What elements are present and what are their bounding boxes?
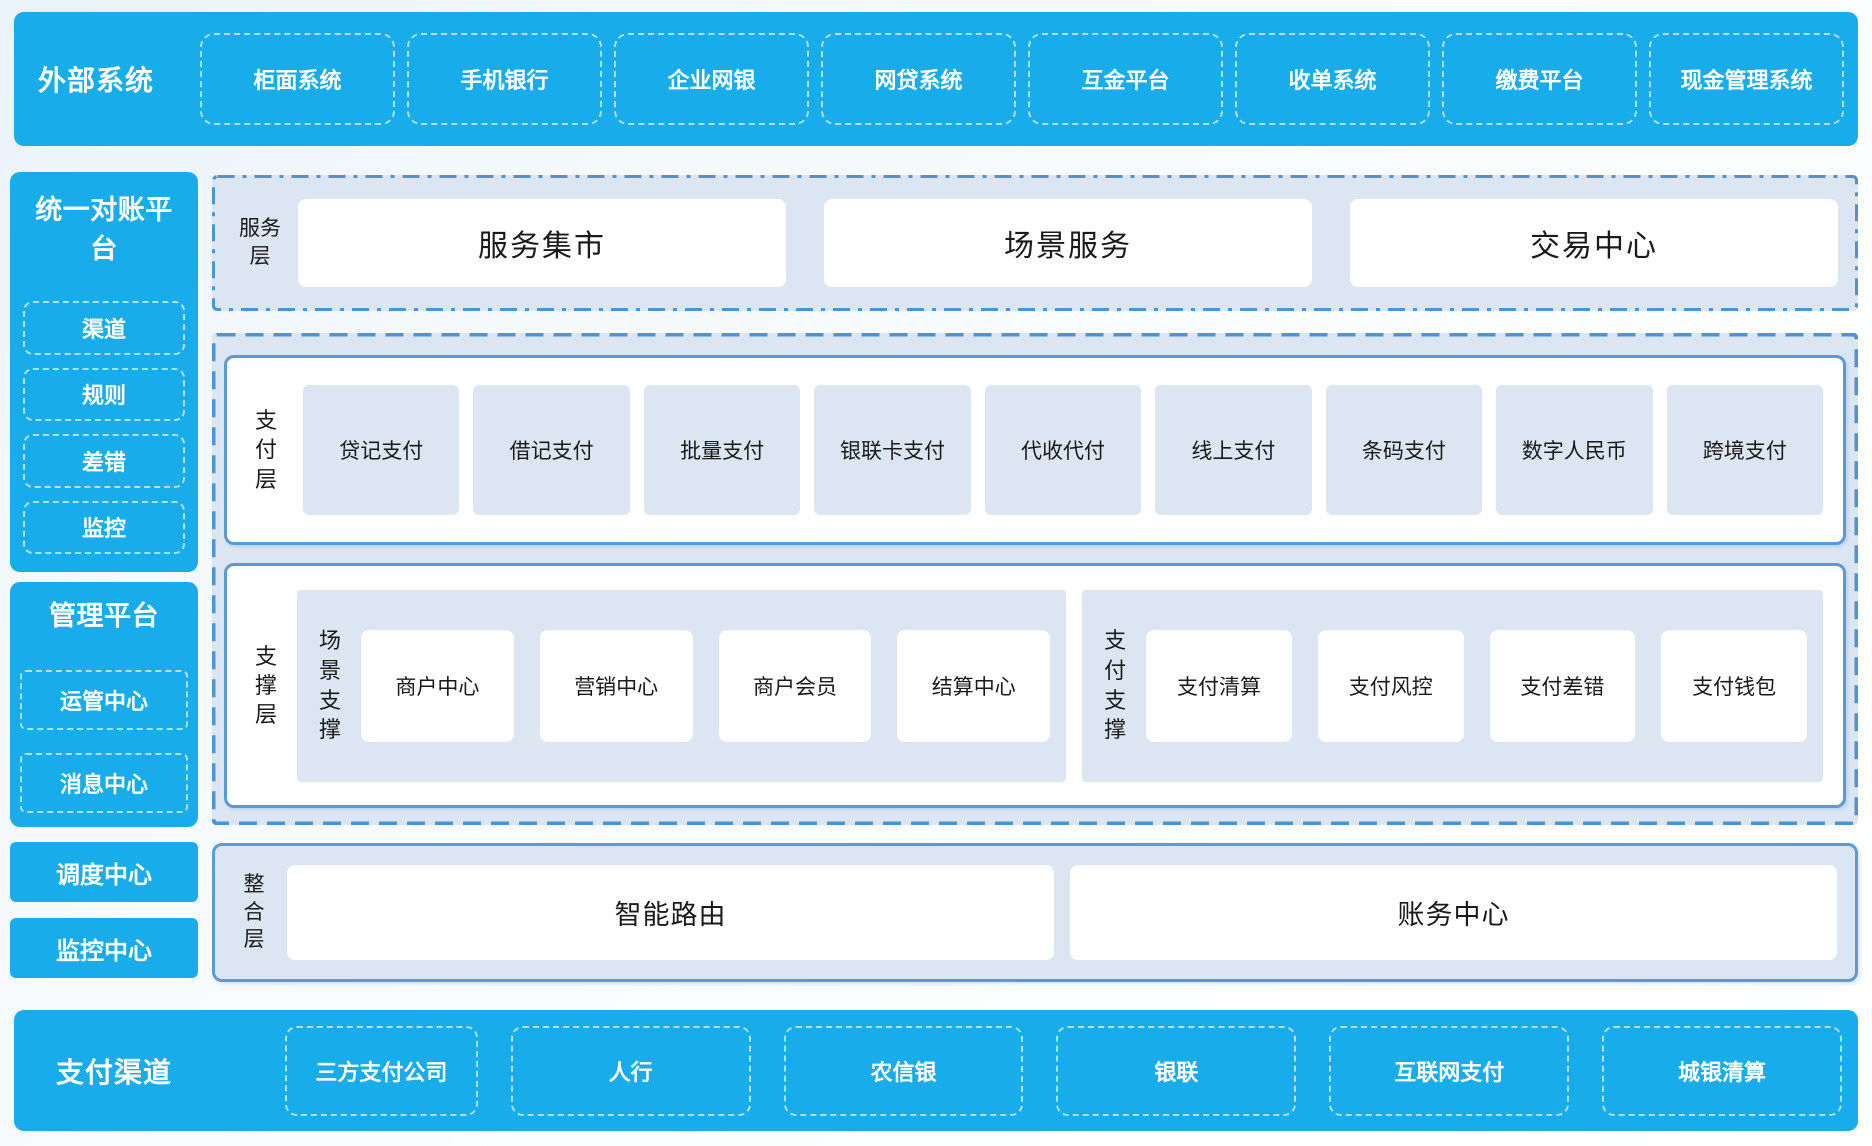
support-item: 营销中心: [539, 629, 693, 742]
service-item: 交易中心: [1350, 199, 1838, 287]
external-system-item: 现金管理系统: [1649, 33, 1844, 125]
reconciliation-platform-title: 统一对账平台: [35, 195, 173, 264]
payment-item: 跨境支付: [1666, 385, 1823, 515]
service-item: 场景服务: [824, 199, 1312, 287]
integration-layer-label: 整合层: [243, 872, 265, 952]
payment-channels-bar: 支付渠道 三方支付公司 人行 农信银 银联 互联网支付 城银清算: [14, 1010, 1858, 1131]
support-layer-label: 支撑层: [254, 643, 277, 728]
support-item: 商户会员: [718, 629, 872, 742]
management-item: 消息中心: [20, 753, 188, 813]
payment-channel-item: 三方支付公司: [285, 1025, 478, 1116]
support-item: 商户中心: [361, 629, 514, 742]
payment-channel-item: 互联网支付: [1329, 1025, 1570, 1116]
payment-support-label: 支付支撑: [1104, 628, 1127, 743]
integration-layer-section: 整合层 智能路由 账务中心: [212, 843, 1858, 982]
reconciliation-platform-panel: 统一对账平台 渠道 规则 差错 监控: [10, 172, 198, 572]
external-system-item: 手机银行: [407, 33, 602, 125]
payment-layer-label: 支付层: [254, 408, 277, 492]
scene-support-group: 场景支撑 商户中心 营销中心 商户会员 结算中心: [297, 589, 1067, 782]
external-system-item: 收单系统: [1235, 33, 1430, 125]
integration-item: 账务中心: [1070, 865, 1837, 960]
external-systems-bar: 外部系统 柜面系统 手机银行 企业网银 网贷系统 互金平台 收单系统 缴费平台 …: [14, 12, 1858, 146]
payment-item: 银联卡支付: [814, 385, 971, 515]
support-layer-section: 支撑层 场景支撑 商户中心 营销中心 商户会员 结算中心 支付支撑 支付清算 支…: [224, 563, 1846, 808]
service-item: 服务集市: [298, 199, 786, 287]
payment-item: 贷记支付: [303, 385, 460, 515]
core-layers-container: 支付层 贷记支付 借记支付 批量支付 银联卡支付 代收代付 线上支付 条码支付 …: [212, 333, 1858, 825]
service-layer-label: 服务层: [239, 217, 281, 268]
payment-item: 借记支付: [473, 385, 630, 515]
service-layer-section: 服务层 服务集市 场景服务 交易中心: [212, 175, 1858, 311]
payment-item: 线上支付: [1155, 385, 1312, 515]
external-system-item: 互金平台: [1028, 33, 1223, 125]
reconciliation-item: 规则: [23, 367, 185, 421]
external-system-item: 企业网银: [614, 33, 809, 125]
external-systems-title: 外部系统: [38, 65, 155, 96]
support-item: 支付差错: [1489, 629, 1636, 742]
reconciliation-item: 监控: [23, 500, 185, 554]
support-item: 支付钱包: [1661, 629, 1807, 742]
monitor-center-box: 监控中心: [10, 918, 198, 978]
external-system-item: 网贷系统: [821, 33, 1016, 125]
reconciliation-item: 差错: [23, 434, 185, 488]
payment-item: 批量支付: [643, 385, 801, 515]
management-platform-title: 管理平台: [49, 601, 159, 631]
external-system-item: 柜面系统: [200, 33, 395, 125]
payment-item: 数字人民币: [1496, 385, 1653, 515]
dispatch-center-box: 调度中心: [10, 842, 198, 902]
support-item: 支付清算: [1146, 629, 1292, 742]
reconciliation-item: 渠道: [23, 301, 185, 355]
payment-item: 代收代付: [984, 385, 1142, 515]
payment-channel-item: 城银清算: [1602, 1025, 1842, 1116]
management-platform-panel: 管理平台 运管中心 消息中心: [10, 582, 198, 827]
payment-support-group: 支付支撑 支付清算 支付风控 支付差错 支付钱包: [1082, 589, 1823, 782]
payment-channel-item: 农信银: [783, 1025, 1024, 1116]
payment-channel-item: 人行: [510, 1025, 751, 1116]
support-item: 支付风控: [1317, 629, 1464, 742]
payment-channel-item: 银联: [1056, 1025, 1297, 1116]
payment-channels-title: 支付渠道: [56, 1056, 173, 1088]
payment-layer-section: 支付层 贷记支付 借记支付 批量支付 银联卡支付 代收代付 线上支付 条码支付 …: [224, 355, 1846, 545]
external-system-item: 缴费平台: [1442, 33, 1637, 125]
scene-support-label: 场景支撑: [318, 628, 341, 743]
integration-item: 智能路由: [287, 865, 1054, 960]
support-item: 结算中心: [897, 629, 1051, 742]
management-item: 运管中心: [20, 670, 188, 730]
payment-item: 条码支付: [1325, 385, 1483, 515]
